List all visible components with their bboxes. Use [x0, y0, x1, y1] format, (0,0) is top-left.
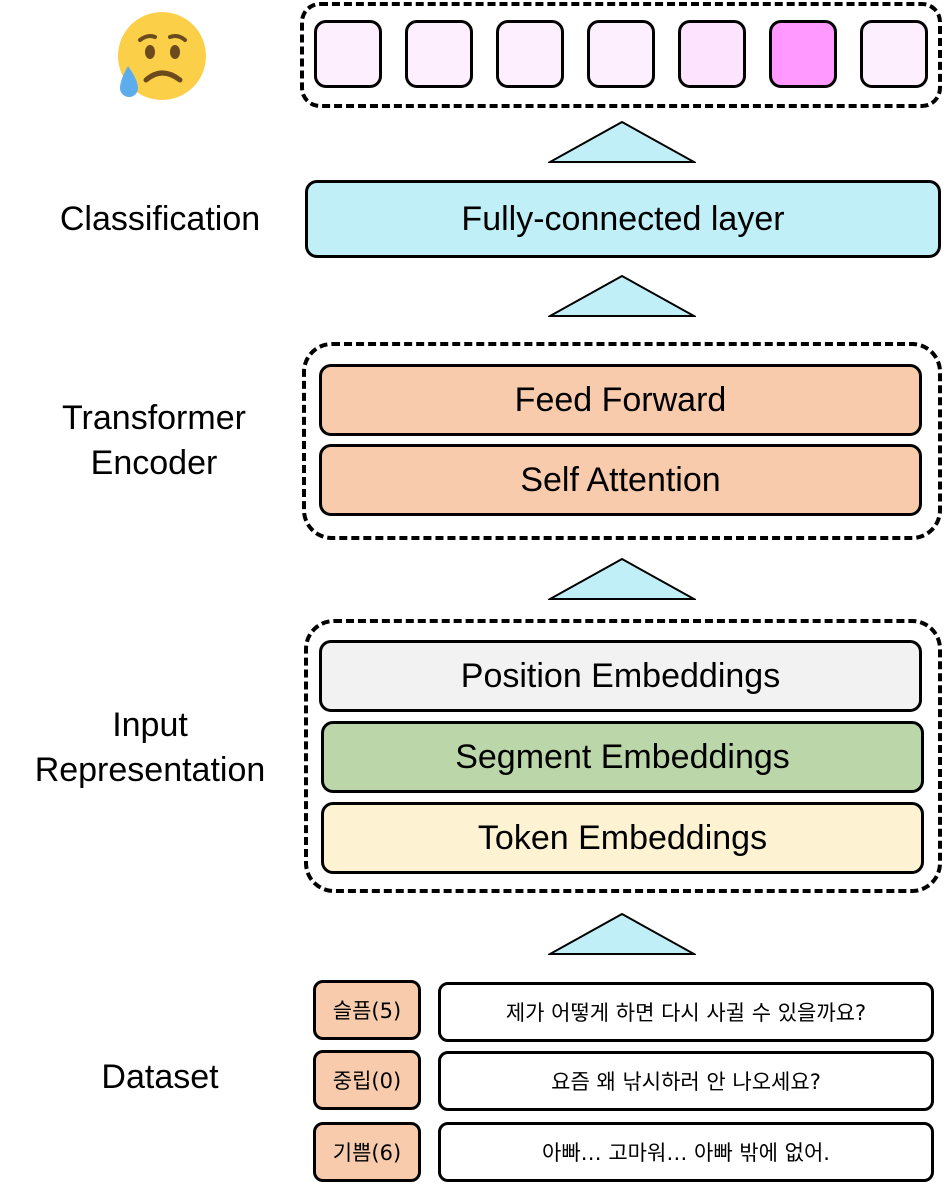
emotion-label-text: 슬픔(5): [332, 999, 402, 1023]
sentence-text: 제가 어떻게 하면 다시 사귈 수 있을까요?: [505, 1001, 867, 1025]
transformer-encoder-label: Transformer Encoder: [20, 396, 288, 486]
dataset-row-label: 슬픔(5): [313, 980, 421, 1040]
feed-forward-text: Feed Forward: [514, 380, 727, 419]
transformer-label-line2: Encoder: [90, 444, 218, 482]
emotion-label-text: 중립(0): [332, 1069, 402, 1093]
input-representation-label: Input Representation: [10, 703, 290, 793]
output-cell: [496, 20, 564, 88]
dataset-row-text: 요즘 왜 낚시하러 안 나오세요?: [438, 1051, 934, 1111]
dataset-row-label: 기쁨(6): [313, 1122, 421, 1182]
position-embeddings-text: Position Embeddings: [460, 656, 781, 695]
dataset-row-text: 아빠… 고마워… 아빠 밖에 없어.: [438, 1122, 934, 1182]
segment-embeddings-block: Segment Embeddings: [321, 721, 924, 793]
transformer-label-line1: Transformer: [62, 399, 246, 437]
segment-embeddings-text: Segment Embeddings: [455, 737, 790, 776]
token-embeddings-block: Token Embeddings: [321, 802, 924, 874]
position-embeddings-block: Position Embeddings: [319, 640, 922, 712]
output-cell: [314, 20, 382, 88]
fully-connected-layer-text: Fully-connected layer: [461, 199, 785, 238]
sentence-text: 요즘 왜 낚시하러 안 나오세요?: [551, 1070, 821, 1094]
output-cell: [769, 20, 837, 88]
dataset-row-text: 제가 어떻게 하면 다시 사귈 수 있을까요?: [438, 982, 934, 1042]
self-attention-block: Self Attention: [319, 444, 922, 516]
sad-relieved-face-icon: [118, 12, 206, 100]
output-cell: [678, 20, 746, 88]
dataset-row-label: 중립(0): [313, 1050, 421, 1110]
output-cell: [860, 20, 928, 88]
arrow-up-icon: [548, 120, 696, 163]
self-attention-text: Self Attention: [520, 460, 721, 499]
output-probabilities: [300, 2, 942, 108]
input-label-line2: Representation: [34, 751, 266, 789]
output-cell: [587, 20, 655, 88]
token-embeddings-text: Token Embeddings: [477, 818, 768, 857]
classification-label: Classification: [59, 200, 261, 238]
fully-connected-layer: Fully-connected layer: [305, 180, 941, 258]
input-representation-group: [304, 619, 942, 893]
transformer-encoder-group: [302, 342, 942, 540]
arrow-up-icon: [548, 912, 696, 955]
arrow-up-icon: [548, 557, 696, 600]
output-cell: [405, 20, 473, 88]
feed-forward-block: Feed Forward: [319, 364, 922, 436]
emotion-label-text: 기쁨(6): [332, 1141, 402, 1165]
dataset-label: Dataset: [101, 1058, 219, 1096]
arrow-up-icon: [548, 274, 696, 317]
input-label-line1: Input: [112, 706, 188, 744]
sentence-text: 아빠… 고마워… 아빠 밖에 없어.: [542, 1141, 830, 1165]
